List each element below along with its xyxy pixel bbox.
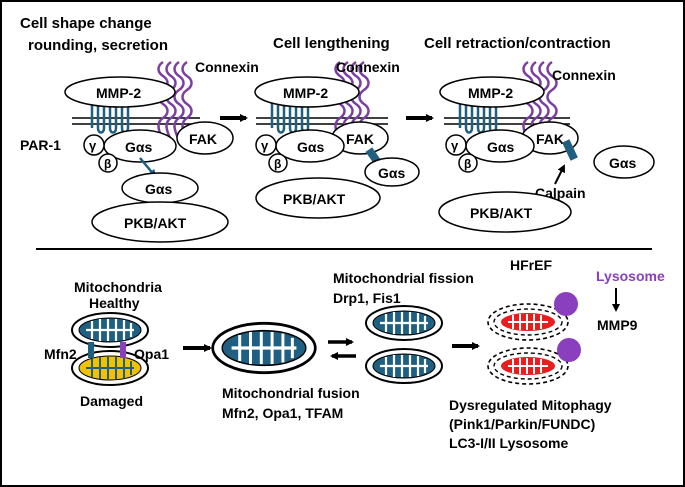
mmp2-node bbox=[439, 76, 545, 108]
cleaved-fak-icon bbox=[562, 139, 578, 161]
gamma-node bbox=[445, 134, 467, 156]
gas-free-node bbox=[593, 145, 655, 179]
gas-fak-label: Gαs bbox=[378, 165, 405, 181]
gas-free-label: Gαs bbox=[145, 181, 172, 197]
fission-mito-top-icon bbox=[364, 304, 444, 342]
lysosome-bottom-icon bbox=[557, 338, 581, 362]
mitophagy-label-line1: Dysregulated Mitophagy bbox=[449, 397, 612, 413]
gamma-label: γ bbox=[89, 138, 97, 153]
fak-label: FAK bbox=[536, 131, 564, 147]
fused-mito-icon bbox=[211, 321, 317, 375]
stage1-title-line2: rounding, secretion bbox=[28, 37, 168, 54]
pkb-node bbox=[438, 191, 572, 233]
gamma-node bbox=[255, 134, 277, 156]
gas-label: Gαs bbox=[125, 139, 152, 155]
beta-label: β bbox=[464, 157, 471, 171]
lysosome-top-icon bbox=[554, 292, 578, 316]
pkb-node bbox=[91, 201, 229, 243]
stage3-title: Cell retraction/contraction bbox=[424, 35, 611, 52]
gamma-label: γ bbox=[451, 138, 459, 153]
gamma-node bbox=[83, 134, 105, 156]
damaged-mito-icon bbox=[71, 350, 149, 386]
fusion-label-line1: Mitochondrial fusion bbox=[222, 385, 360, 401]
gas-fak-node bbox=[364, 157, 420, 187]
beta-label: β bbox=[274, 157, 281, 171]
healthy-mito-icon bbox=[70, 311, 150, 349]
hfref-label: HFrEF bbox=[510, 257, 552, 273]
stage2-title: Cell lengthening bbox=[273, 35, 390, 52]
gas-free-label: Gαs bbox=[609, 155, 636, 171]
mmp2-label: MMP-2 bbox=[468, 85, 513, 101]
pkb-node bbox=[255, 177, 381, 219]
fission-mito-bottom-icon bbox=[364, 347, 444, 385]
connexin-label: Connexin bbox=[336, 59, 400, 75]
pkb-label: PKB/AKT bbox=[283, 191, 346, 207]
mitophagy-label-line2: (Pink1/Parkin/FUNDC) bbox=[449, 416, 595, 432]
gas-label: Gαs bbox=[487, 139, 514, 155]
calpain-arrow bbox=[554, 164, 565, 185]
mmp2-node bbox=[254, 76, 360, 108]
connexin-label: Connexin bbox=[552, 67, 616, 83]
stage3-group: MMP-2 Connexin FAK Gαs γ β Gαs Calpain P… bbox=[438, 60, 655, 233]
fak-node bbox=[176, 121, 234, 155]
lysosome-label: Lysosome bbox=[596, 268, 665, 284]
mitophagy-label-line3: LC3-I/II Lysosome bbox=[449, 435, 569, 451]
fusion-label-line2: Mfn2, Opa1, TFAM bbox=[222, 405, 343, 421]
pkb-label: PKB/AKT bbox=[470, 205, 533, 221]
mmp2-node bbox=[64, 76, 176, 108]
mito-title-line2: Healthy bbox=[89, 295, 140, 311]
mmp2-label: MMP-2 bbox=[96, 85, 141, 101]
fak-label: FAK bbox=[189, 131, 217, 147]
beta-node bbox=[458, 153, 478, 173]
mito-pair-group bbox=[70, 311, 150, 386]
beta-node bbox=[268, 153, 288, 173]
damaged-label: Damaged bbox=[80, 393, 143, 409]
par1-label: PAR-1 bbox=[20, 137, 61, 153]
gamma-label: γ bbox=[261, 138, 269, 153]
stage1-title-line1: Cell shape change bbox=[20, 15, 152, 32]
dysfunctional-mito-bottom-icon bbox=[487, 347, 569, 385]
fission-label-line1: Mitochondrial fission bbox=[333, 270, 474, 286]
fak-label: FAK bbox=[346, 131, 374, 147]
stage2-group: MMP-2 Connexin FAK Gαs γ β Gαs PKB/AKT bbox=[254, 59, 420, 219]
opa1-tether-icon bbox=[120, 342, 126, 358]
mfn2-tether-icon bbox=[88, 342, 94, 358]
opa1-label: Opa1 bbox=[134, 346, 169, 362]
pkb-label: PKB/AKT bbox=[124, 215, 187, 231]
beta-label: β bbox=[104, 157, 111, 171]
beta-node bbox=[98, 153, 118, 173]
mmp2-label: MMP-2 bbox=[283, 85, 328, 101]
connexin-label: Connexin bbox=[195, 59, 259, 75]
fission-label-line2: Drp1, Fis1 bbox=[333, 290, 401, 306]
mfn2-label: Mfn2 bbox=[44, 346, 77, 362]
fusion-fission-arrows bbox=[328, 338, 356, 360]
gas-label: Gαs bbox=[297, 139, 324, 155]
mito-title-line1: Mitochondria bbox=[74, 279, 162, 295]
stage1-group: MMP-2 Connexin FAK Gαs γ β PAR-1 Gαs PKB… bbox=[20, 59, 259, 243]
mmp9-label: MMP9 bbox=[597, 317, 638, 333]
